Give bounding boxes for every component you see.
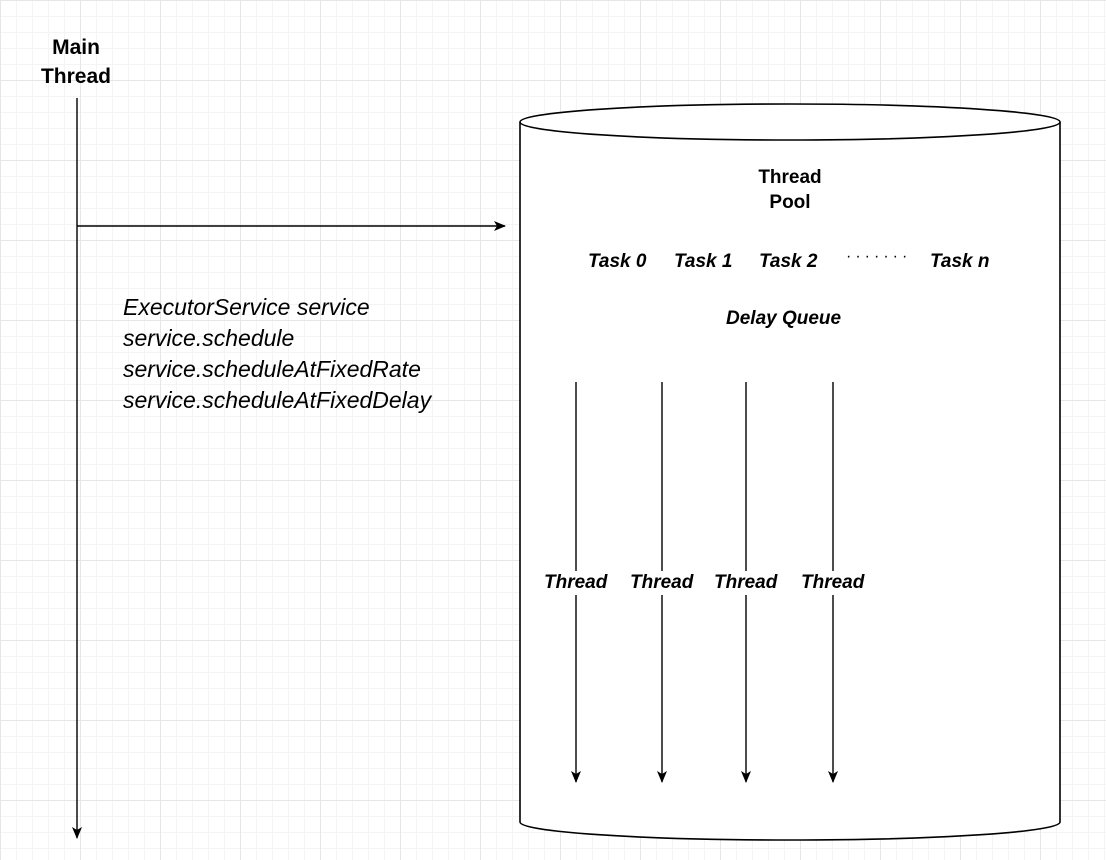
thread-pool-title-line1: Thread: [758, 167, 822, 188]
thread-pool-title: Thread Pool: [730, 165, 850, 215]
task-ellipsis: ·······: [846, 248, 912, 265]
thread-pool-cylinder: [519, 103, 1061, 841]
code-line: service.scheduleAtFixedRate: [123, 356, 421, 382]
task-label: Task n: [930, 251, 990, 272]
executor-code-block: ExecutorService service service.schedule…: [123, 292, 431, 416]
main-thread-label-line2: Thread: [40, 65, 111, 88]
worker-thread-label: Thread: [629, 571, 695, 595]
code-line: ExecutorService service: [123, 294, 370, 320]
task-label: Task 2: [759, 251, 818, 272]
task-label: Task 1: [674, 251, 733, 272]
delay-queue-label: Delay Queue: [726, 308, 842, 329]
main-thread-label: Main Thread: [20, 33, 132, 91]
worker-thread-label: Thread: [543, 571, 609, 595]
thread-pool-title-line2: Pool: [769, 192, 811, 213]
worker-thread-label: Thread: [800, 571, 866, 595]
worker-thread-label: Thread: [713, 571, 779, 595]
code-line: service.scheduleAtFixedDelay: [123, 387, 432, 413]
main-thread-label-line1: Main: [52, 36, 100, 59]
task-label: Task 0: [588, 251, 647, 272]
code-line: service.schedule: [123, 325, 295, 351]
